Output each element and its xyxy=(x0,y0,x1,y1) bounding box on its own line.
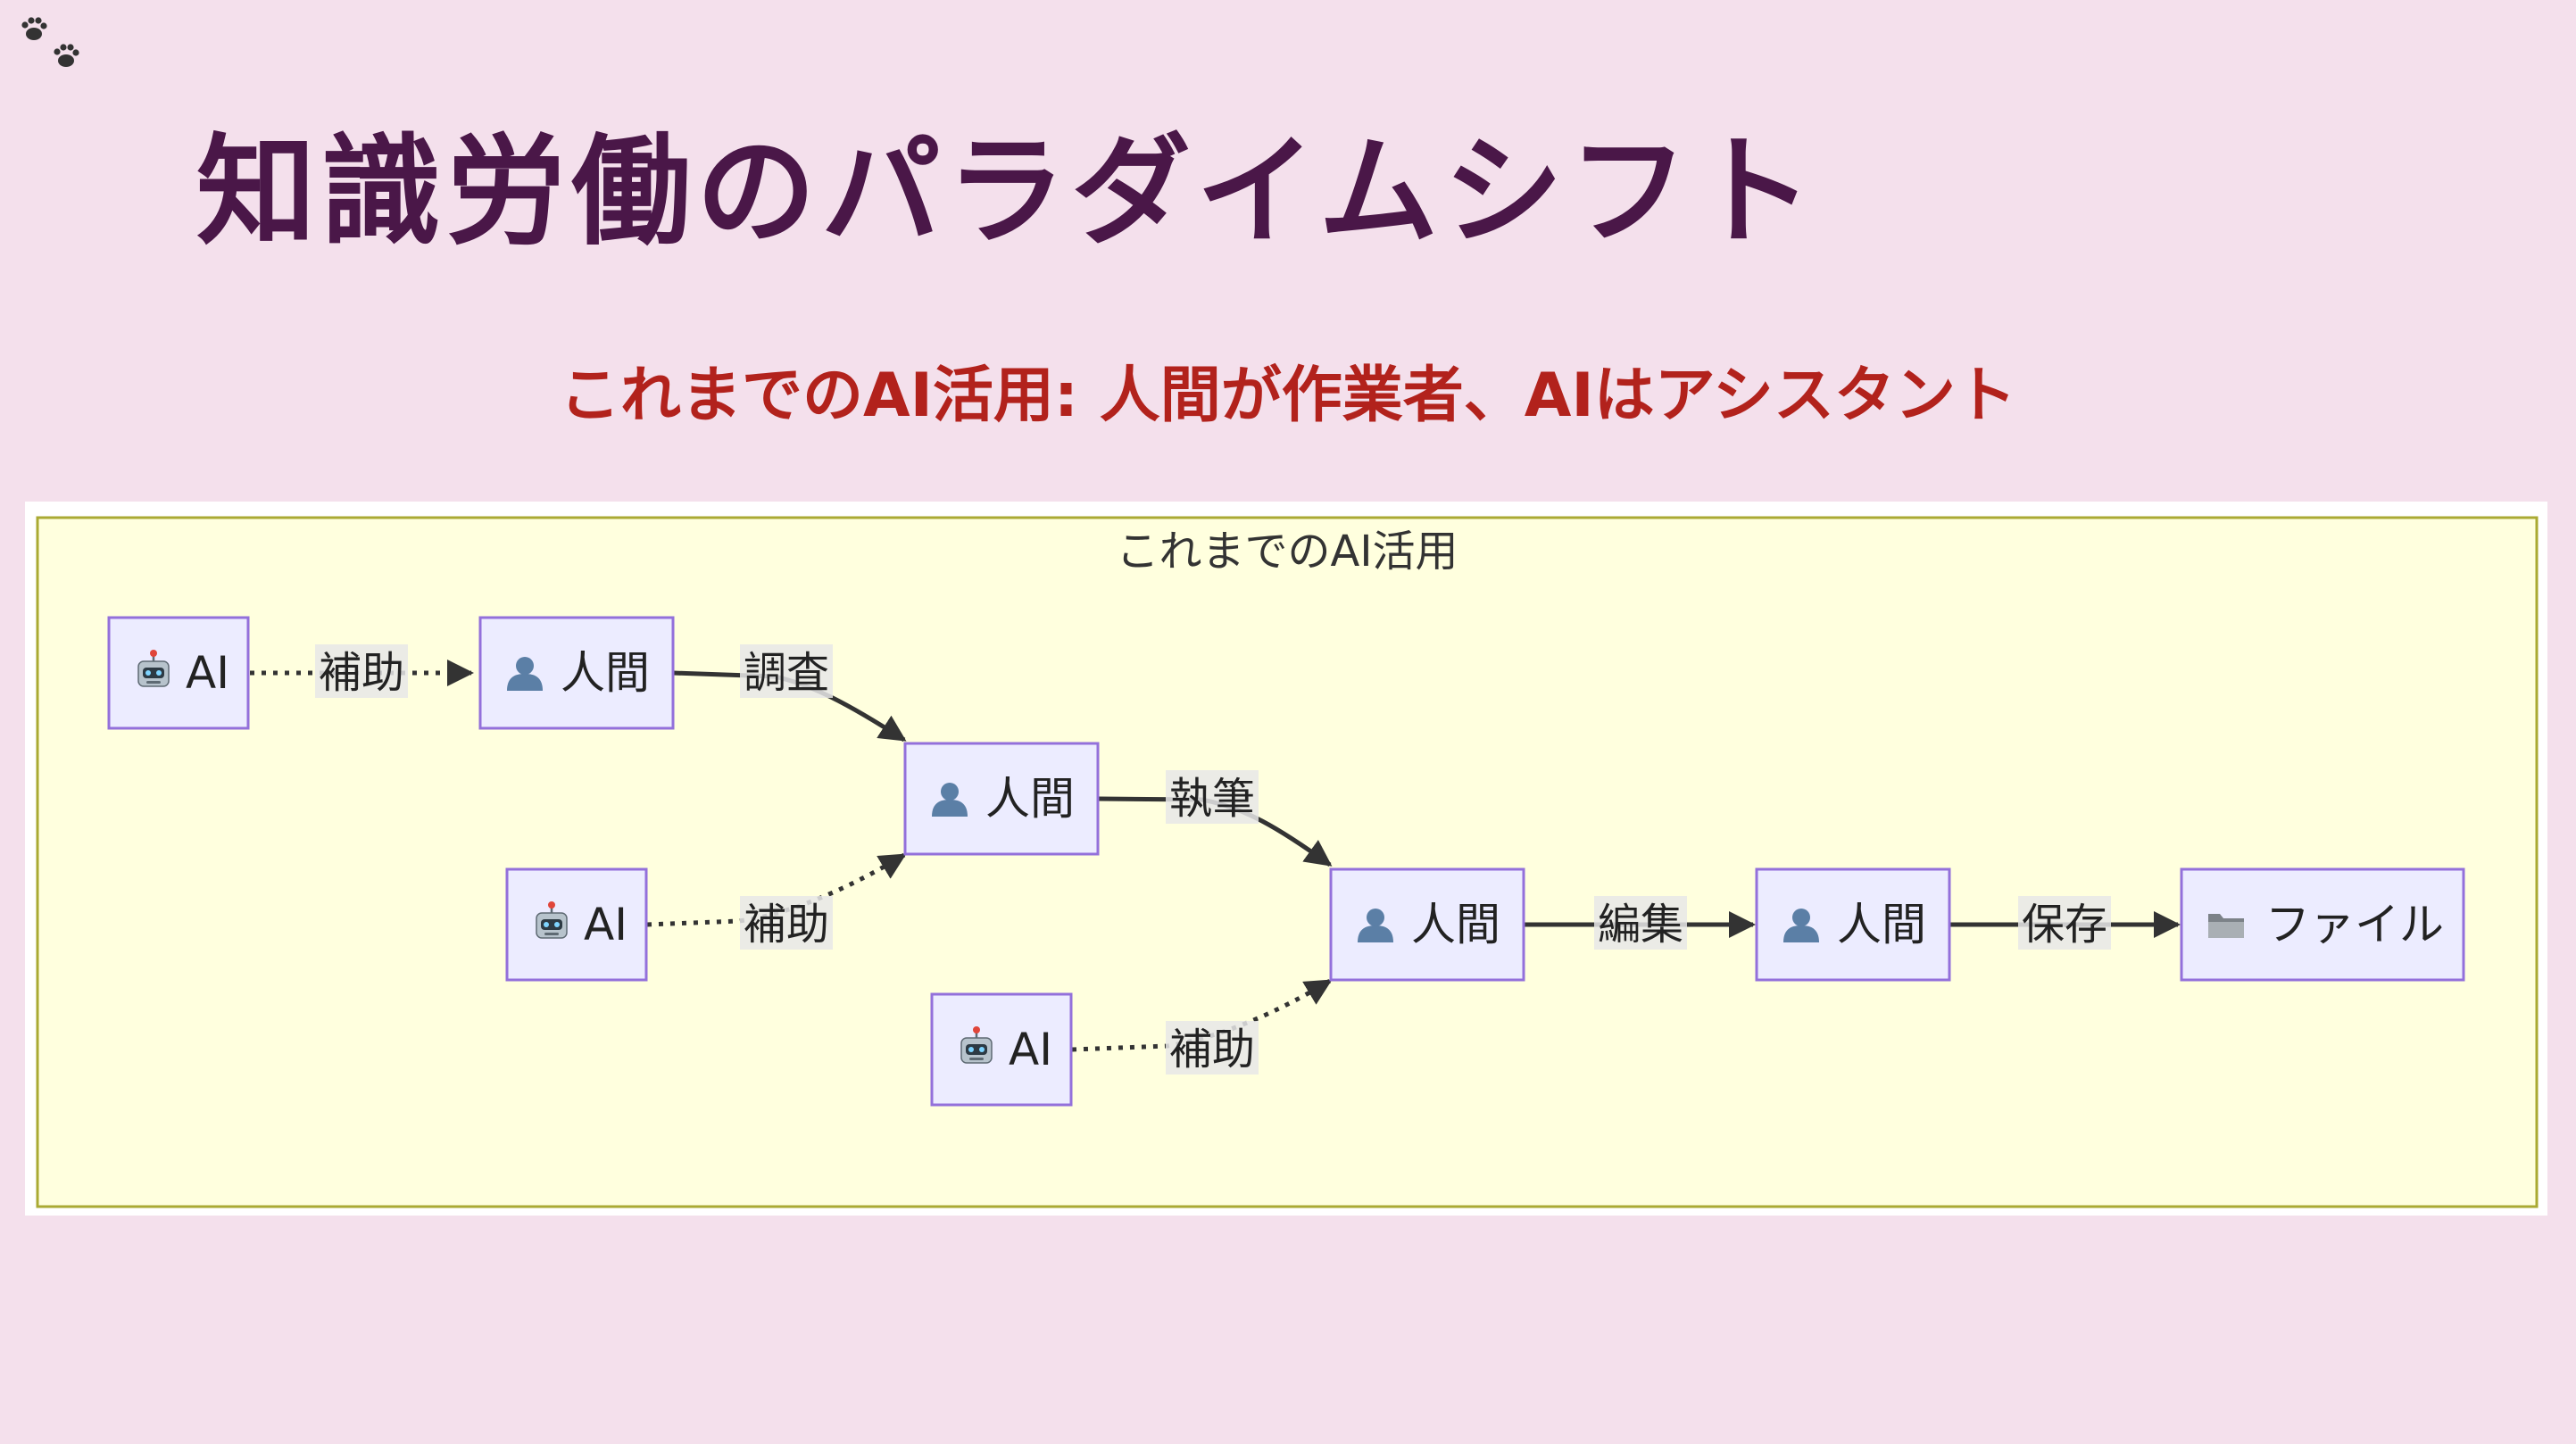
page-title: 知識労働のパラダイムシフト xyxy=(196,122,1819,261)
node-label: ファイル xyxy=(2265,899,2444,950)
edge-label-ai1-human1: 補助 xyxy=(315,644,408,698)
cluster-box xyxy=(36,516,2539,1208)
edge-label-ai2-human2: 補助 xyxy=(740,896,833,950)
flowchart: これまでのAI活用 補助 調査 補助 xyxy=(36,516,2539,1208)
edge-label-human1-human2: 調査 xyxy=(740,644,833,698)
node-human-2[interactable]: 人間 xyxy=(903,742,1100,856)
node-label: AI xyxy=(1009,1024,1052,1075)
node-label: 人間 xyxy=(985,773,1075,825)
node-ai-1[interactable]: AI xyxy=(107,616,250,730)
node-ai-2[interactable]: AI xyxy=(505,867,648,982)
svg-text:補助: 補助 xyxy=(319,648,404,698)
node-human-3[interactable]: 人間 xyxy=(1329,867,1525,982)
node-label: 人間 xyxy=(1837,899,1926,950)
svg-text:執筆: 執筆 xyxy=(1169,774,1255,824)
node-ai-3[interactable]: AI xyxy=(930,992,1073,1107)
edge-label-human3-human4: 編集 xyxy=(1594,896,1687,950)
svg-text:調査: 調査 xyxy=(744,648,829,698)
edge-label-human2-human3: 執筆 xyxy=(1166,770,1259,824)
node-human-1[interactable]: 人間 xyxy=(478,616,675,730)
cluster-label: これまでのAI活用 xyxy=(1117,527,1458,577)
page-subtitle: これまでのAI活用: 人間が作業者、AIはアシスタント xyxy=(559,361,2016,431)
node-file[interactable]: ファイル xyxy=(2180,867,2465,982)
edge-ai2-human2 xyxy=(646,852,907,927)
node-label: AI xyxy=(584,899,627,950)
paw-prints-icon xyxy=(21,17,79,67)
node-label: 人間 xyxy=(1411,899,1500,950)
svg-text:補助: 補助 xyxy=(1169,1025,1255,1075)
node-human-4[interactable]: 人間 xyxy=(1755,867,1951,982)
flowchart-card: これまでのAI活用 補助 調査 補助 xyxy=(25,502,2547,1216)
svg-text:保存: 保存 xyxy=(2022,900,2107,950)
svg-text:編集: 編集 xyxy=(1598,900,1683,950)
svg-text:補助: 補助 xyxy=(744,900,829,950)
node-label: AI xyxy=(186,647,229,699)
edge-label-ai3-human3: 補助 xyxy=(1166,1021,1259,1075)
node-label: 人間 xyxy=(561,647,650,699)
edge-label-human4-file: 保存 xyxy=(2018,896,2111,950)
